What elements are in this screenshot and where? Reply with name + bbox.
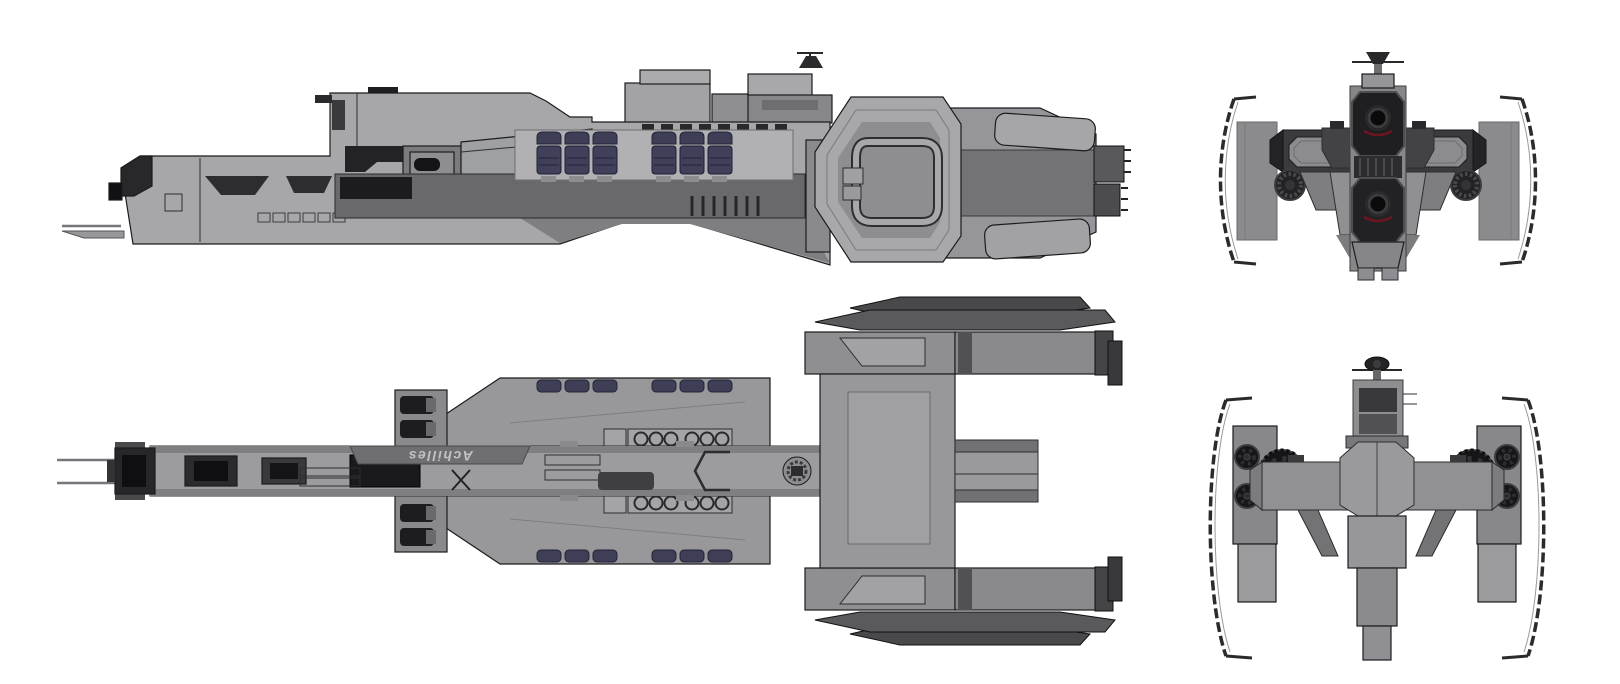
mast-radar-dish-icon xyxy=(1352,356,1402,382)
ventral-vents xyxy=(690,196,760,216)
mac-gun-upper xyxy=(1351,91,1405,157)
engine-pod-lower xyxy=(984,218,1091,260)
ship-name-marking: Achilles xyxy=(407,448,474,464)
angled-brace xyxy=(1297,509,1339,557)
bow-section xyxy=(61,155,183,239)
aft-spine xyxy=(954,439,1039,503)
engine-nacelle-arm xyxy=(954,331,1101,375)
dorsal-intakes xyxy=(205,176,332,195)
top-view: Achilles xyxy=(57,296,1123,646)
stabilizer-arc-bracket xyxy=(1208,396,1253,660)
top-view-stern-center xyxy=(819,373,1039,569)
stern-lower-column xyxy=(1356,567,1398,627)
stern-view-port-half xyxy=(1208,396,1353,660)
red-accent-arc xyxy=(1363,129,1393,137)
small-turbine xyxy=(1234,444,1260,470)
bow-view xyxy=(1218,52,1538,281)
radar-dish-icon xyxy=(797,52,823,68)
wing-root-turbine xyxy=(1274,169,1306,201)
wing-vent-row xyxy=(536,379,733,393)
engine-nozzles-side xyxy=(1093,145,1131,217)
porthole-panel xyxy=(603,428,733,449)
stern-arm xyxy=(1249,455,1353,557)
top-view-spine: Achilles xyxy=(57,441,821,501)
bow-view-port-half xyxy=(1218,95,1359,266)
aft-superstructure xyxy=(624,52,833,124)
dorsal-fin xyxy=(814,296,1116,331)
dorsal-turret xyxy=(782,456,812,486)
top-view-wing xyxy=(393,377,771,449)
chevron-marking xyxy=(693,450,730,492)
top-view-stern-half xyxy=(804,296,1123,386)
deck-vent-dashes xyxy=(642,124,787,131)
stabilizer-arc-bracket xyxy=(1218,95,1257,266)
nacelle-nozzle xyxy=(1094,330,1123,386)
engine-block-side xyxy=(805,96,1131,263)
stern-view xyxy=(1208,356,1544,661)
mac-gun-lower xyxy=(1351,177,1405,243)
escape-pod-bays xyxy=(514,129,794,182)
bow-block xyxy=(107,442,156,500)
engine-pod-upper xyxy=(994,112,1096,152)
hull-shadow xyxy=(520,218,830,263)
hull-name-band: Achilles xyxy=(349,445,531,465)
side-profile-view xyxy=(61,52,1131,266)
stern-center-structure xyxy=(1339,356,1417,661)
tower-collar xyxy=(1354,156,1402,178)
spine-detail-panels xyxy=(299,441,730,501)
hull-hatch-row xyxy=(257,212,346,223)
mast-radar-dish-icon xyxy=(1352,52,1404,89)
red-accent-arc xyxy=(1363,215,1393,223)
shoulder-block xyxy=(1321,127,1353,169)
spine-hatches xyxy=(184,454,471,491)
bow-center-tower xyxy=(1349,52,1407,281)
wing-tip-cap xyxy=(394,389,448,449)
stern-tower xyxy=(1345,379,1417,449)
